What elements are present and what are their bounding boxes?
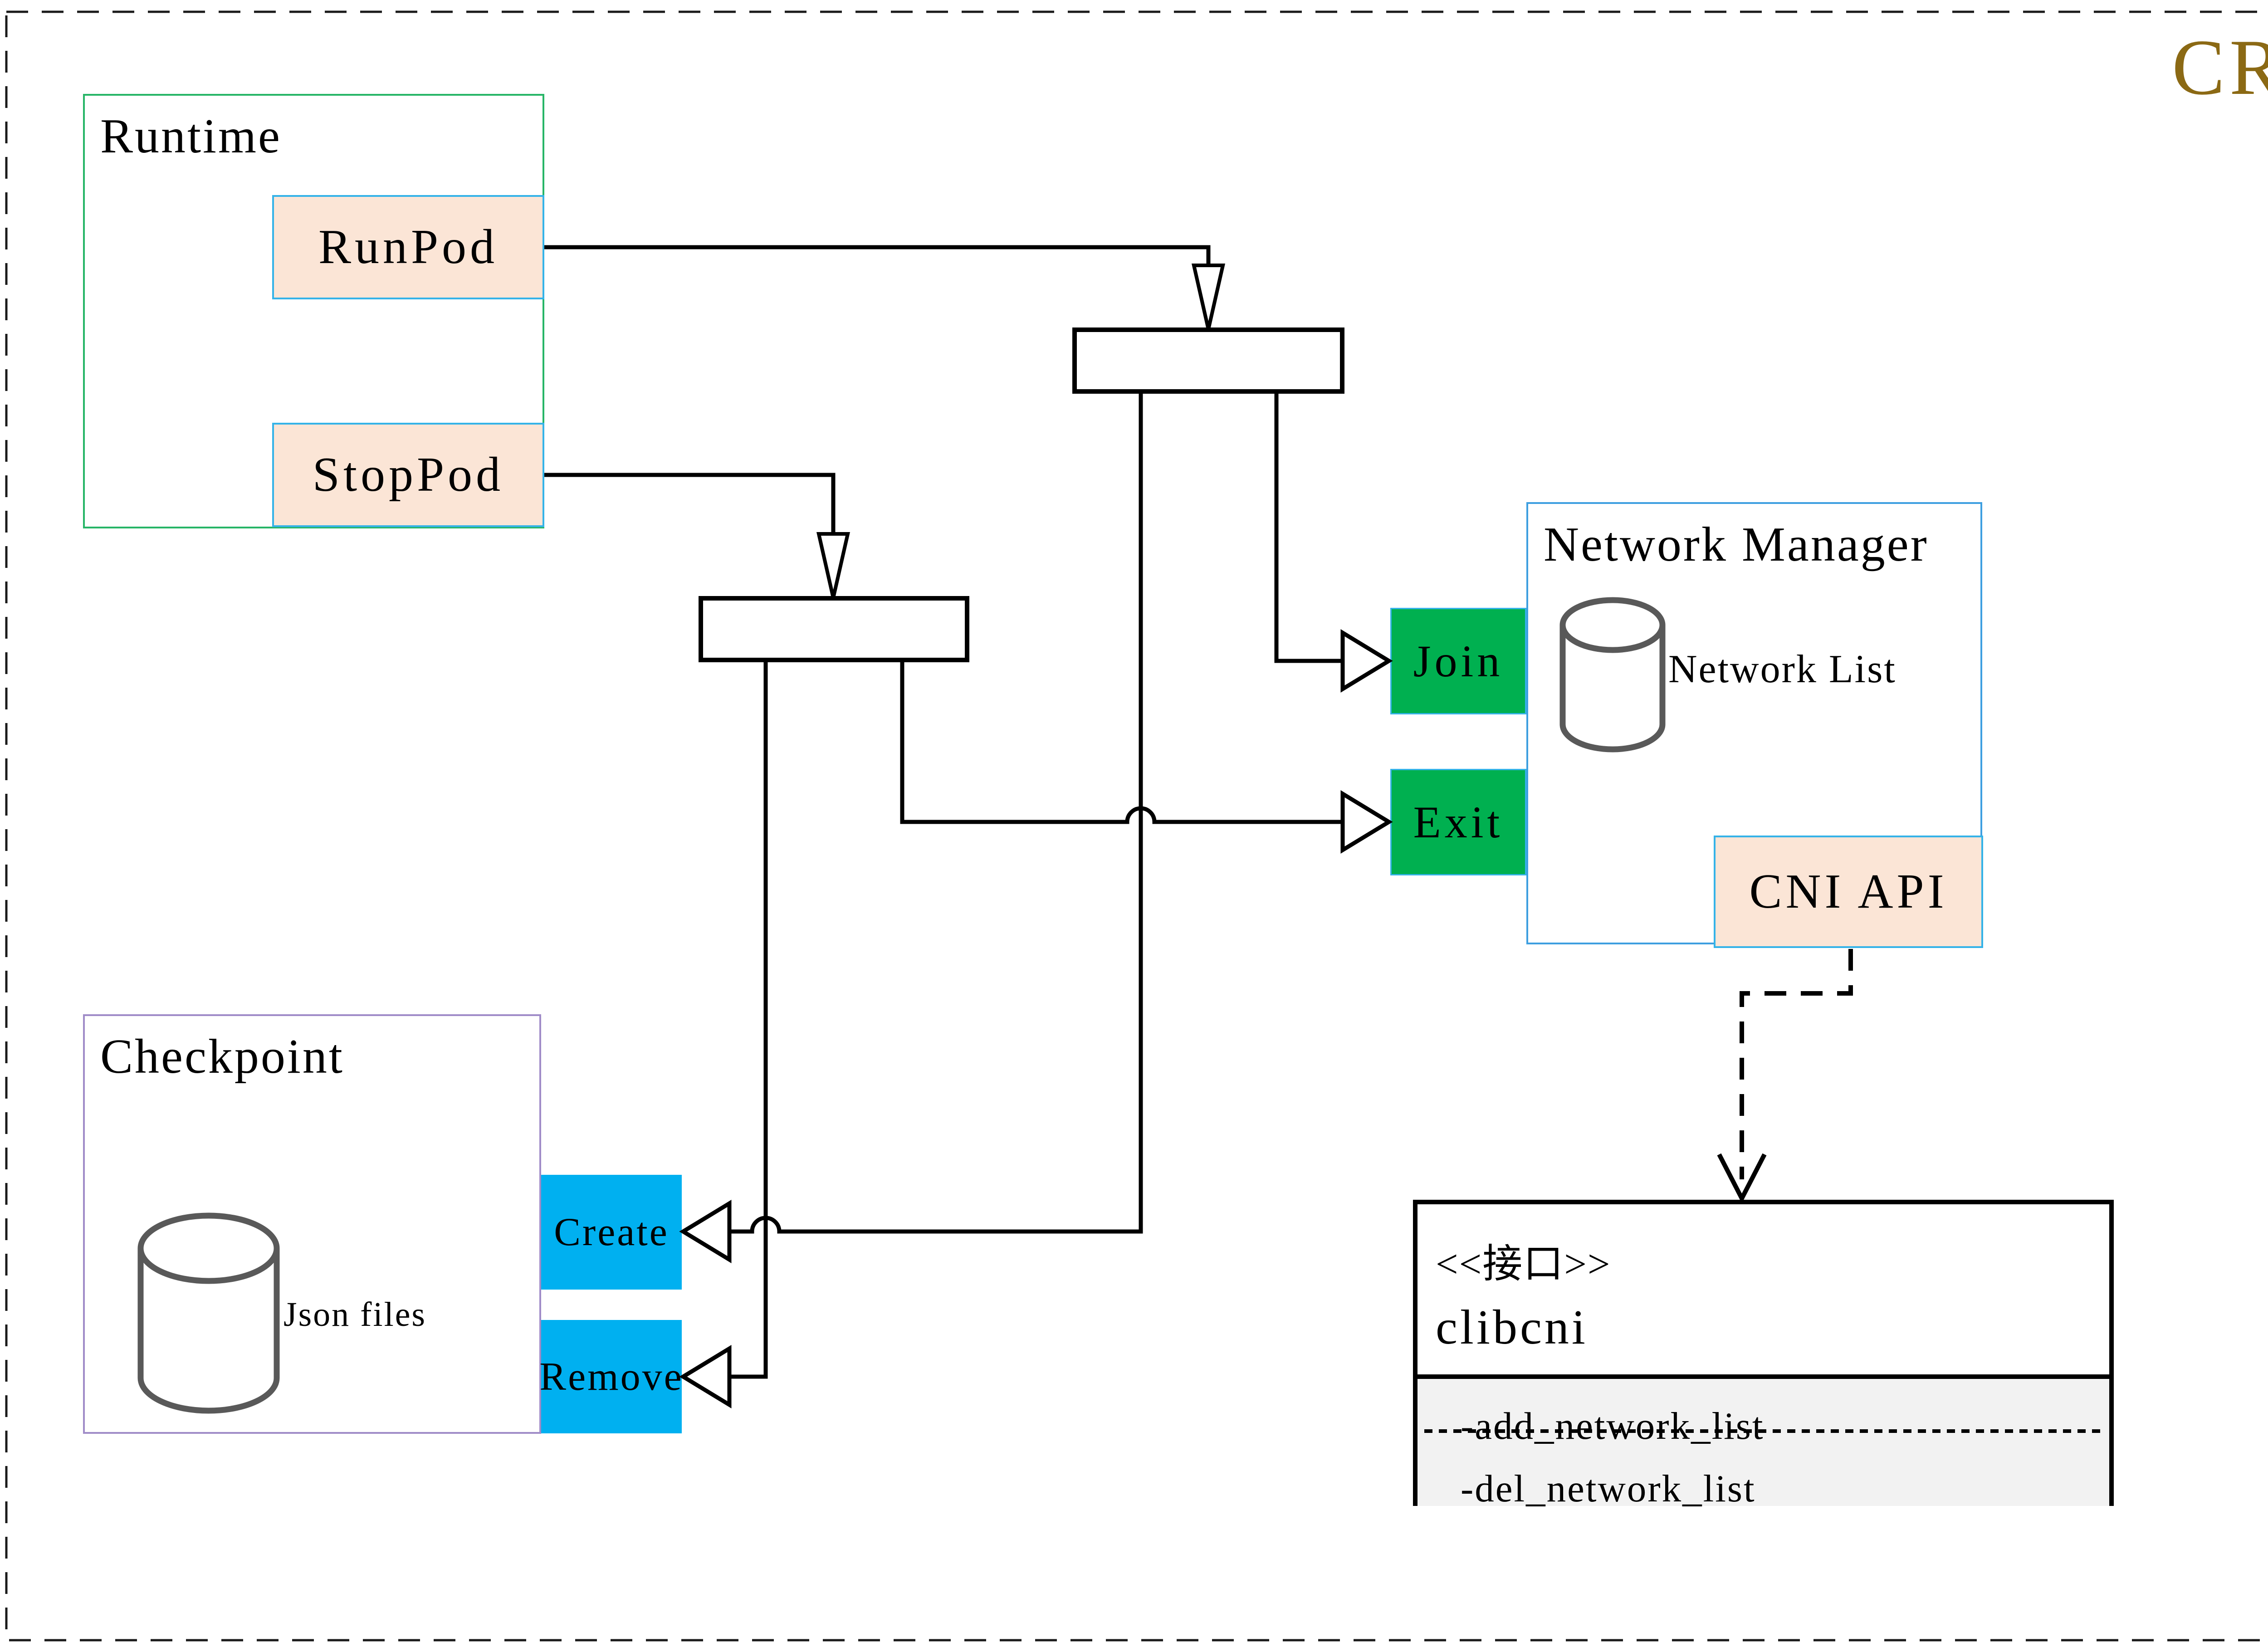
stoppod-label: StopPod [312,448,504,502]
junction1-to-join-connector [1274,390,1343,663]
cni-api-node: CNI API [1714,836,1983,948]
stoppod-node: StopPod [272,423,544,527]
exit-node: Exit [1390,769,1526,875]
checkpoint-label: Checkpoint [100,1030,344,1084]
json-files-label: Json files [284,1295,426,1334]
cri-title: CRI [2172,23,2268,111]
clibcni-methods-compartment: -add_network_list -del_network_list [1413,1374,2114,1510]
junction-box-2 [699,596,969,662]
create-node: Create [541,1175,682,1290]
remove-arrowhead [679,1344,732,1409]
join-label: Join [1413,636,1504,686]
junction2-to-exit-connector [900,660,1343,824]
stoppod-to-junction2-arrowhead [816,532,850,598]
junction2-to-remove-connector [729,660,768,1379]
join-node: Join [1390,608,1526,714]
clibcni-method-del: -del_network_list [1461,1467,1756,1510]
create-arrowhead [679,1199,732,1264]
junction-box-1 [1072,327,1344,394]
exit-label: Exit [1413,797,1504,847]
network-list-label: Network List [1668,647,1897,691]
checkpoint-box: Checkpoint [83,1014,541,1434]
runpod-node: RunPod [272,195,544,299]
clibcni-method-add: -add_network_list [1461,1405,1765,1447]
clibcni-open-arrowhead [1717,1153,1767,1203]
create-label: Create [554,1210,669,1254]
join-arrowhead [1340,629,1393,693]
remove-label: Remove [539,1354,684,1399]
clibcni-stereotype: <<接口>> [1436,1242,1611,1286]
junction1-to-create-connector [729,390,1143,1234]
runtime-label: Runtime [100,109,282,163]
remove-node: Remove [539,1320,684,1433]
cniapi-to-clibcni-dashed-connector [1740,949,1853,1179]
clibcni-name: clibcni [1436,1300,1588,1354]
runpod-label: RunPod [318,220,499,274]
clibcni-box: <<接口>> clibcni -add_network_list -del_ne… [1413,1200,2114,1510]
runpod-to-junction1-connector [544,245,1211,265]
network-manager-label: Network Manager [1544,518,1929,572]
runpod-to-junction1-arrowhead [1191,264,1226,330]
exit-arrowhead [1340,790,1393,854]
cni-api-label: CNI API [1749,865,1948,919]
stoppod-to-junction2-connector [544,473,836,534]
